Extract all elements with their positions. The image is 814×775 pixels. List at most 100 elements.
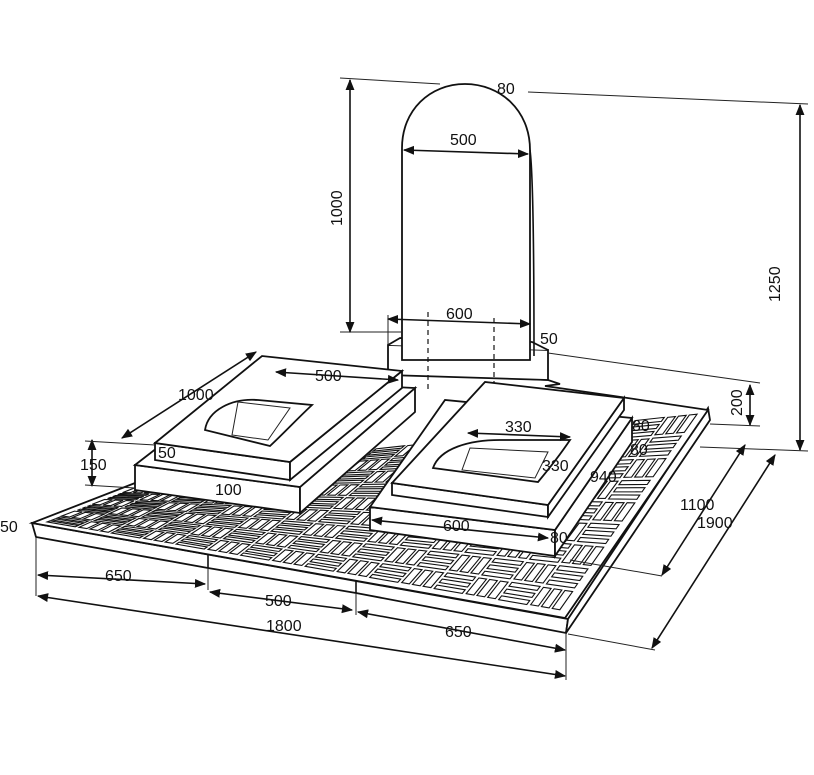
dim-paving-depth: 1100 [680,497,715,514]
paving-tile [560,544,584,564]
paving-tile [582,546,605,566]
paving-tile [336,558,359,574]
paving-tile [217,541,241,554]
paving-tile [77,508,111,514]
paving-tile [249,544,284,553]
paving-tile [124,505,158,510]
paving-tile [197,503,233,508]
paving-tile [371,445,407,452]
paving-tile [274,524,309,531]
paving-tile [146,520,170,530]
paving-tile [145,512,180,518]
dim-stele-base-width: 600 [446,306,473,323]
paving-tile [433,584,467,594]
paving-tile [59,510,83,518]
paving-tile [292,540,326,548]
paving-tile [336,484,361,496]
paving-tile [571,545,594,565]
paving-tile [157,527,192,535]
paving-tile [102,514,138,520]
dim-right-inner-940: 940 [590,469,617,486]
paving-tile [581,529,615,537]
paving-tile [378,563,413,572]
paving-tile [351,553,385,562]
paving-tile [113,500,135,508]
paving-tile [135,519,160,529]
paving-tile [508,581,542,592]
paving-tile [323,524,347,539]
paving-tile [107,496,139,501]
paving-tile [613,502,636,522]
paving-tile [227,532,262,540]
paving-tile [167,521,202,528]
paving-tile [140,515,175,521]
paving-tile [254,532,278,545]
paving-tile [612,487,647,493]
dim-base-side: 50 [540,331,558,348]
paving-tile [545,579,579,589]
paving-tile [200,526,224,538]
dim-right-small-extra: 80 [630,442,648,459]
paving-tile [664,414,688,435]
paving-tile [286,544,321,553]
paving-tile [486,564,520,573]
paving-tile [334,534,369,542]
paving-tile [426,550,460,559]
paving-tile [343,497,367,510]
paving-tile [129,509,154,518]
paving-tile [176,503,201,512]
dim-seg-left-650: 650 [105,568,132,585]
paving-tile [469,556,493,575]
paving-tile [162,524,197,531]
paving-tile [340,542,364,557]
paving-tile [244,548,279,557]
paving-tile [120,525,155,533]
paving-tile [303,563,338,572]
paving-tile [206,539,230,552]
paving-tile [314,553,348,562]
paving-tile [627,438,651,458]
paving-tile [480,570,515,580]
dim-stele-height: 1000 [329,190,346,226]
paving-tile [653,415,677,436]
paving-tile [107,507,132,515]
paving-tile [295,509,319,521]
paving-tile [172,512,196,522]
paving-tile [411,569,434,587]
paving-tile [150,509,185,515]
paving-tile [152,532,177,543]
paving-tile [258,519,282,532]
paving-tile [279,520,314,527]
paving-tile [675,413,699,434]
dim-right-edge-80: 80 [632,418,650,435]
paving-tile [282,550,305,565]
paving-tile [463,548,498,556]
paving-tile [306,509,330,522]
paving-tile [648,435,683,443]
dim-right-base-600: 600 [443,518,470,535]
paving-tile [87,504,119,510]
paving-tile [134,500,169,505]
paving-tile [124,517,149,527]
paving-tile [163,533,187,544]
paving-tile [174,541,209,550]
paving-tile [292,552,316,567]
paving-tile [142,530,166,541]
paving-tile [50,518,86,526]
paving-tile [394,548,418,565]
paving-tile [400,567,424,585]
paving-tile [591,501,615,521]
paving-tile [438,578,472,588]
paving-tile [205,521,240,528]
paving-tile [512,561,536,581]
paving-tile [361,543,396,551]
paving-tile [550,572,584,582]
paving-tile [170,499,206,504]
paving-tile [210,518,245,525]
paving-tile [271,549,295,563]
paving-tile [187,509,223,515]
stele [387,83,549,395]
paving-tile [319,539,342,554]
paving-tile [309,558,343,567]
